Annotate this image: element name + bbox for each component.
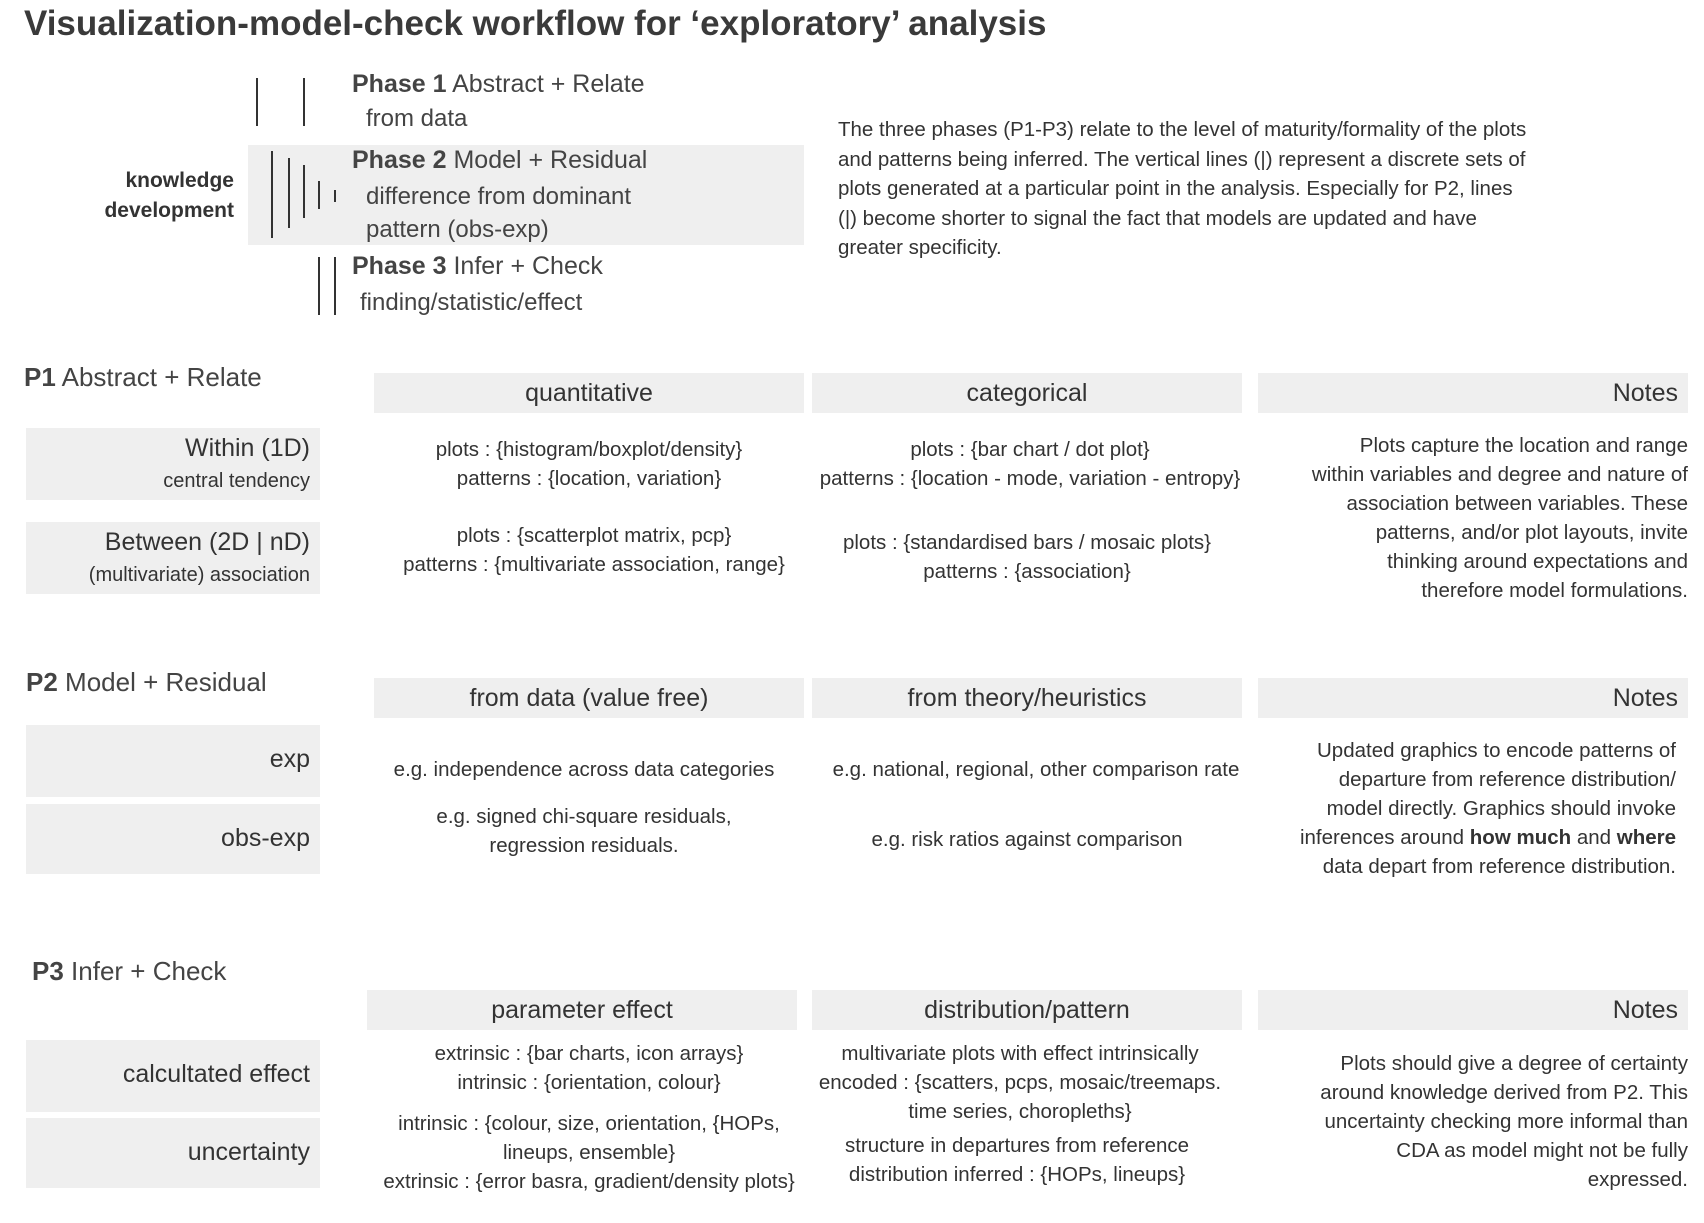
phase-2-line	[334, 190, 336, 202]
p2-header-notes: Notes	[1258, 678, 1688, 718]
row-sublabel: central tendency	[163, 470, 310, 492]
p3-notes: Plots should give a degree of certainty …	[1320, 1052, 1688, 1191]
p1-header-quantitative: quantitative	[374, 373, 804, 413]
p2-obsexp-from-theory: e.g. risk ratios against comparison	[871, 828, 1183, 851]
p3-section-title: P3 Infer + Check	[32, 956, 227, 986]
phase-1-heading: Phase 1 Abstract + Relate	[352, 70, 645, 98]
p1-between-quantitative: plots : {scatterplot matrix, pcp} patter…	[403, 524, 785, 576]
p1-header-notes: Notes	[1258, 373, 1688, 413]
p1-section-title: P1 Abstract + Relate	[24, 362, 262, 392]
row-label: obs-exp	[221, 824, 310, 852]
phase-3-heading: Phase 3 Infer + Check	[352, 252, 603, 280]
p2-exp-from-data: e.g. independence across data categories	[393, 758, 775, 781]
phase-2-line	[303, 165, 305, 218]
p3-uncertainty-parameter: intrinsic : {colour, size, orientation, …	[383, 1112, 795, 1193]
p3-row-uncertainty: uncertainty	[26, 1118, 320, 1188]
phase-3-line	[334, 257, 336, 315]
phase-1-line	[256, 78, 258, 126]
phase-3-sub: finding/statistic/effect	[360, 289, 583, 316]
p1-header-categorical: categorical	[812, 373, 1242, 413]
p2-section-title: P2 Model + Residual	[26, 667, 267, 697]
p3-effect-distribution: multivariate plots with effect intrinsic…	[818, 1042, 1222, 1123]
knowledge-label: knowledge	[125, 169, 234, 192]
knowledge-development-label: knowledge development	[70, 166, 234, 226]
row-label: calcultated effect	[122, 1060, 310, 1088]
phase-3-line	[318, 257, 320, 315]
row-label: uncertainty	[187, 1138, 310, 1166]
p2-obsexp-from-data: e.g. signed chi-square residuals, regres…	[436, 805, 732, 857]
phase-2-band	[248, 145, 804, 245]
p1-between-categorical: plots : {standardised bars / mosaic plot…	[842, 531, 1212, 583]
p1-within-quantitative: plots : {histogram/boxplot/density} patt…	[435, 438, 743, 490]
p1-row-within: Within (1D) central tendency	[26, 428, 320, 500]
development-label: development	[104, 199, 234, 222]
phase-2-sub-1: difference from dominant	[366, 183, 632, 210]
phase-1-sub: from data	[366, 105, 468, 132]
workflow-description: The three phases (P1-P3) relate to the l…	[838, 118, 1527, 259]
p2-row-exp: exp	[26, 725, 320, 797]
p2-header-from-data: from data (value free)	[374, 678, 804, 718]
p3-header-parameter-effect: parameter effect	[367, 990, 797, 1030]
p3-header-distribution-pattern: distribution/pattern	[812, 990, 1242, 1030]
p3-uncertainty-distribution: structure in departures from reference d…	[844, 1134, 1190, 1186]
p2-exp-from-theory: e.g. national, regional, other compariso…	[832, 758, 1240, 781]
row-label: Between (2D | nD)	[104, 528, 310, 556]
p2-row-obs-exp: obs-exp	[26, 804, 320, 874]
page-title: Visualization-model-check workflow for ‘…	[24, 4, 1047, 43]
p3-row-calculated-effect: calcultated effect	[26, 1040, 320, 1112]
p2-notes: Updated graphics to encode patterns of d…	[1299, 739, 1676, 878]
p1-within-categorical: plots : {bar chart / dot plot} patterns …	[819, 438, 1241, 490]
row-sublabel: (multivariate) association	[88, 564, 310, 586]
phase-2-line	[318, 181, 320, 209]
p1-notes: Plots capture the location and range wit…	[1311, 434, 1688, 602]
phase-2-line	[288, 158, 290, 228]
p1-row-between: Between (2D | nD) (multivariate) associa…	[26, 522, 320, 594]
p2-header-from-theory: from theory/heuristics	[812, 678, 1242, 718]
p3-effect-parameter: extrinsic : {bar charts, icon arrays} in…	[434, 1042, 744, 1094]
row-label: exp	[269, 745, 310, 773]
phase-2-heading: Phase 2 Model + Residual	[352, 146, 648, 174]
row-label: Within (1D)	[184, 434, 310, 462]
p3-header-notes: Notes	[1258, 990, 1688, 1030]
phase-2-line	[271, 151, 273, 238]
phase-1-line	[303, 78, 305, 126]
phase-2-sub-2: pattern (obs-exp)	[366, 216, 549, 243]
